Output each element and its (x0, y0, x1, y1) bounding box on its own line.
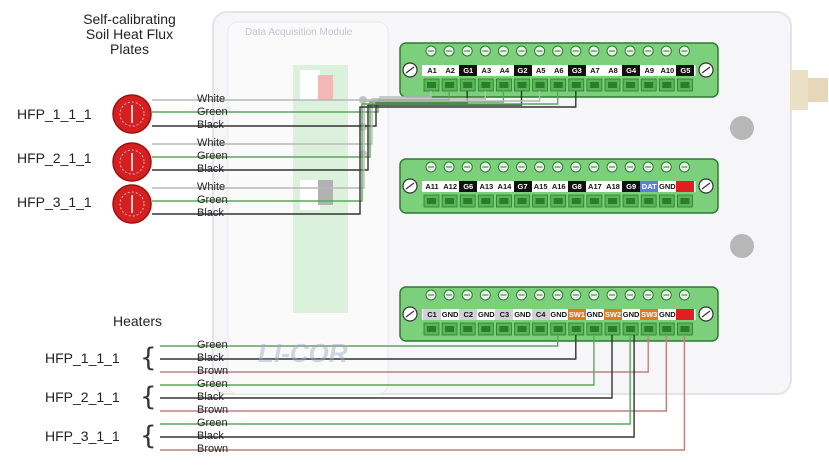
terminal-a15-s2: A15 (531, 181, 550, 192)
terminal-g4-s1: G4 (622, 65, 641, 76)
wire-label-h3-green: Green (197, 417, 228, 429)
terminal-a10-s1: A10 (658, 65, 677, 76)
box-title: Data Acquisition Module (245, 27, 353, 38)
terminal-a13-s2: A13 (477, 181, 496, 192)
flux-plate-1 (112, 94, 152, 134)
terminal-gnd-s3: GND (441, 309, 460, 320)
sensor-wire-2-1 (152, 91, 486, 145)
terminal-gnd-s3: GND (585, 309, 604, 320)
terminal-dat-s2: DAT (640, 181, 659, 192)
terminal-g6-s2: G6 (459, 181, 478, 192)
terminal-a12-s2: A12 (441, 181, 460, 192)
brace-1: { (140, 343, 157, 373)
terminal-c4-s3: C4 (531, 309, 550, 320)
wire-label-s2-green: Green (197, 150, 228, 162)
terminal-a14-s2: A14 (495, 181, 514, 192)
heater-wire-1-1 (160, 335, 559, 347)
wire-label-s2-white: White (197, 137, 226, 149)
wire-label-h3-brown: Brown (197, 443, 229, 455)
terminal-a4-s1: A4 (495, 65, 514, 76)
terminal-g8-s2: G8 (567, 181, 586, 192)
terminal-c2-s3: C2 (459, 309, 478, 320)
flux-plate-3 (112, 184, 152, 224)
terminal-g5-s1: G5 (676, 65, 695, 76)
terminal-g9-s2: G9 (622, 181, 641, 192)
wire-label-h2-green: Green (197, 378, 228, 390)
terminal-g1-s1: G1 (459, 65, 478, 76)
terminal-sw2-s3: SW2 (604, 309, 623, 320)
flux-plate-2 (112, 142, 152, 182)
wire-label-h3-black: Black (197, 430, 224, 442)
sensor-label-3: HFP_3_1_1 (17, 194, 92, 210)
sensor-wire-3-3 (152, 91, 577, 215)
sensors-header: Self-calibrating Soil Heat Flux Plates (83, 11, 176, 57)
terminal-a6-s1: A6 (549, 65, 568, 76)
terminal-plus5v-s2: +5V (676, 181, 695, 192)
wire-label-h1-brown: Brown (197, 365, 229, 377)
licor-logo: LI-COR (258, 338, 348, 368)
heaters-header: Heaters (113, 313, 163, 329)
brace-3: { (140, 421, 157, 451)
terminal-c3-s3: C3 (495, 309, 514, 320)
wire-label-h2-brown: Brown (197, 404, 229, 416)
wire-label-h2-black: Black (197, 391, 224, 403)
terminal-gnd-s3: GND (513, 309, 532, 320)
heater-wire-3-1 (160, 335, 631, 425)
terminal-g7-s2: G7 (513, 181, 532, 192)
heater-wire-1-2 (160, 335, 577, 360)
terminal-sw1-s3: SW1 (567, 309, 586, 320)
wire-label-h1-black: Black (197, 352, 224, 364)
heater-wire-1-3 (160, 335, 649, 373)
sensor-label-1: HFP_1_1_1 (17, 106, 92, 122)
wire-label-h1-green: Green (197, 339, 228, 351)
terminal-a1-s1: A1 (423, 65, 442, 76)
heater-wire-2-3 (160, 335, 667, 412)
wire-label-s1-black: Black (197, 119, 224, 131)
terminal-a8-s1: A8 (604, 65, 623, 76)
sensor-wire-3-2 (152, 91, 559, 202)
terminal-gnd-s2: GND (658, 181, 677, 192)
terminal-plus12v-s3: +12V (676, 309, 695, 320)
terminal-sw3-s3: SW3 (640, 309, 659, 320)
wire-label-s1-white: White (197, 93, 226, 105)
wire-label-s3-green: Green (197, 194, 228, 206)
terminal-a11-s2: A11 (423, 181, 442, 192)
terminal-a16-s2: A16 (549, 181, 568, 192)
heater-label-3: HFP_3_1_1 (45, 428, 120, 444)
wire-label-s3-black: Black (197, 207, 224, 219)
terminal-a18-s2: A18 (604, 181, 623, 192)
terminal-a17-s2: A17 (585, 181, 604, 192)
wire-label-s1-green: Green (197, 106, 228, 118)
terminal-a9-s1: A9 (640, 65, 659, 76)
sensor-wire-2-2 (152, 91, 505, 158)
terminal-gnd-s3: GND (549, 309, 568, 320)
terminal-gnd-s3: GND (622, 309, 641, 320)
terminal-a7-s1: A7 (585, 65, 604, 76)
wire-label-s2-black: Black (197, 163, 224, 175)
sensor-wire-1-1 (152, 91, 432, 101)
heater-wire-2-2 (160, 335, 613, 399)
brace-2: { (140, 382, 157, 412)
heater-wire-2-1 (160, 335, 595, 386)
terminal-g2-s1: G2 (513, 65, 532, 76)
heater-wire-3-3 (160, 335, 686, 451)
terminal-a2-s1: A2 (441, 65, 460, 76)
terminal-g3-s1: G3 (567, 65, 586, 76)
heater-label-2: HFP_2_1_1 (45, 389, 120, 405)
terminal-a5-s1: A5 (531, 65, 550, 76)
sensor-wire-1-2 (152, 91, 450, 113)
terminal-c1-s3: C1 (423, 309, 442, 320)
sensor-wire-3-1 (152, 91, 541, 189)
terminal-gnd-s3: GND (477, 309, 496, 320)
heater-wire-3-2 (160, 335, 635, 438)
heater-label-1: HFP_1_1_1 (45, 350, 120, 366)
terminal-a3-s1: A3 (477, 65, 496, 76)
wire-label-s3-white: White (197, 181, 226, 193)
terminal-gnd-s3: GND (658, 309, 677, 320)
sensor-label-2: HFP_2_1_1 (17, 150, 92, 166)
